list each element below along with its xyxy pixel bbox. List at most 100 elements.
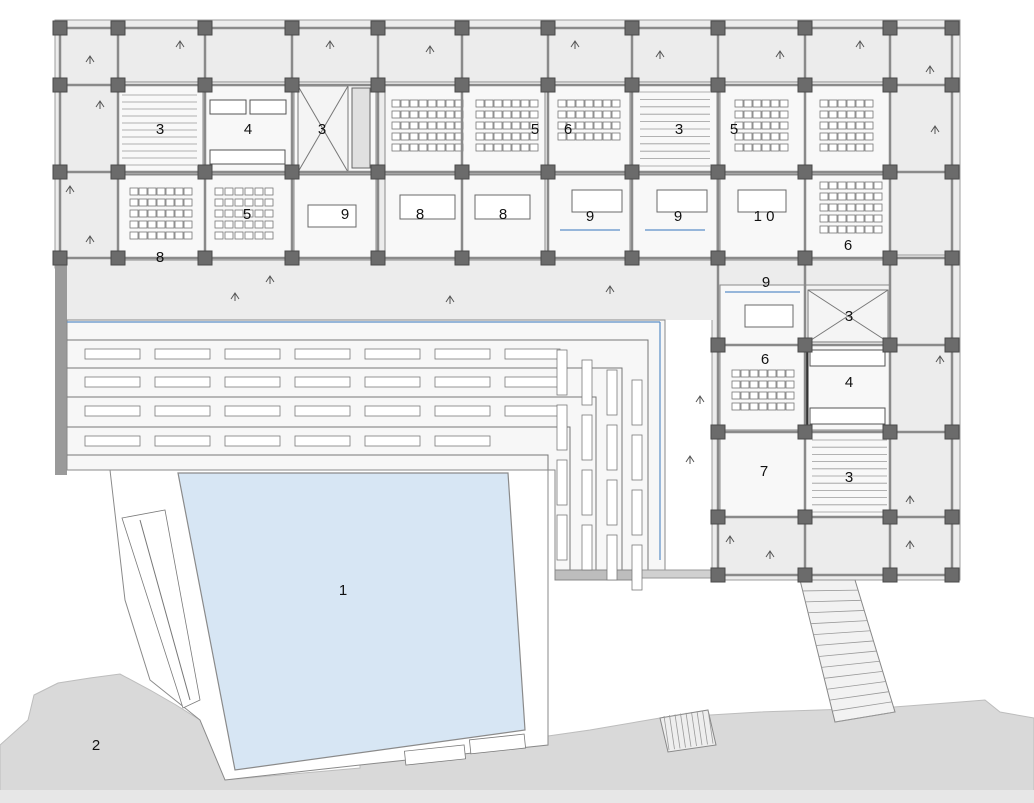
chair bbox=[214, 187, 224, 196]
room-number: 3 bbox=[318, 121, 326, 138]
column bbox=[540, 164, 556, 180]
chair bbox=[575, 99, 585, 108]
chair bbox=[837, 181, 847, 190]
bench bbox=[504, 376, 561, 388]
chair bbox=[165, 198, 175, 207]
chair bbox=[611, 110, 621, 119]
chair bbox=[758, 402, 768, 411]
chair bbox=[846, 225, 856, 234]
chair bbox=[837, 121, 847, 130]
column bbox=[540, 77, 556, 93]
column bbox=[944, 20, 960, 36]
chair bbox=[846, 99, 856, 108]
column bbox=[52, 20, 68, 36]
chair bbox=[734, 143, 744, 152]
chair bbox=[557, 121, 567, 130]
column bbox=[284, 20, 300, 36]
chair bbox=[575, 110, 585, 119]
chair bbox=[779, 132, 789, 141]
chair bbox=[224, 187, 234, 196]
bench bbox=[631, 434, 643, 481]
chair bbox=[445, 143, 455, 152]
chair bbox=[484, 143, 494, 152]
chair bbox=[427, 132, 437, 141]
bench bbox=[84, 376, 141, 388]
bench bbox=[556, 459, 568, 506]
column bbox=[110, 250, 126, 266]
bench bbox=[556, 349, 568, 396]
bench bbox=[581, 524, 593, 571]
chair bbox=[855, 203, 865, 212]
chair bbox=[611, 132, 621, 141]
column bbox=[944, 509, 960, 525]
bench bbox=[581, 414, 593, 461]
column bbox=[540, 20, 556, 36]
column bbox=[882, 20, 898, 36]
column bbox=[110, 77, 126, 93]
chair bbox=[400, 99, 410, 108]
chair bbox=[575, 121, 585, 130]
chair bbox=[819, 192, 829, 201]
chair bbox=[819, 203, 829, 212]
chair bbox=[427, 121, 437, 130]
chair bbox=[174, 198, 184, 207]
bench bbox=[581, 359, 593, 406]
chair bbox=[502, 121, 512, 130]
chair bbox=[776, 369, 786, 378]
chair bbox=[785, 391, 795, 400]
chair bbox=[770, 110, 780, 119]
chair bbox=[855, 225, 865, 234]
chair bbox=[873, 203, 883, 212]
chair bbox=[244, 198, 254, 207]
chair bbox=[731, 369, 741, 378]
room-number: 6 bbox=[844, 237, 852, 254]
column bbox=[944, 567, 960, 583]
chair bbox=[828, 203, 838, 212]
chair bbox=[734, 99, 744, 108]
chair bbox=[767, 369, 777, 378]
bench bbox=[631, 489, 643, 536]
bench bbox=[364, 376, 421, 388]
chair bbox=[743, 99, 753, 108]
chair bbox=[418, 121, 428, 130]
bench bbox=[224, 405, 281, 417]
chair bbox=[837, 225, 847, 234]
bench bbox=[224, 376, 281, 388]
chair bbox=[409, 132, 419, 141]
chair bbox=[584, 121, 594, 130]
chair bbox=[743, 143, 753, 152]
bench bbox=[556, 514, 568, 561]
chair bbox=[529, 121, 539, 130]
bench bbox=[84, 348, 141, 360]
chair bbox=[244, 231, 254, 240]
chair bbox=[584, 132, 594, 141]
chair bbox=[752, 110, 762, 119]
chair bbox=[584, 110, 594, 119]
chair bbox=[400, 121, 410, 130]
room-number: 9 bbox=[341, 206, 349, 223]
chair bbox=[475, 110, 485, 119]
chair bbox=[593, 99, 603, 108]
chair bbox=[779, 143, 789, 152]
chair bbox=[264, 231, 274, 240]
room-number: 4 bbox=[845, 374, 853, 391]
chair bbox=[566, 132, 576, 141]
chair bbox=[502, 99, 512, 108]
chair bbox=[740, 380, 750, 389]
column bbox=[710, 509, 726, 525]
column bbox=[370, 20, 386, 36]
chair bbox=[837, 143, 847, 152]
chair bbox=[819, 181, 829, 190]
chair bbox=[557, 132, 567, 141]
stair-treads bbox=[122, 91, 887, 513]
room-number: 8 bbox=[156, 249, 164, 266]
tree-icon bbox=[935, 355, 945, 364]
chair bbox=[779, 99, 789, 108]
bench bbox=[294, 376, 351, 388]
chair bbox=[183, 187, 193, 196]
bench bbox=[504, 405, 561, 417]
bench bbox=[84, 435, 141, 447]
chair bbox=[511, 143, 521, 152]
bench bbox=[154, 435, 211, 447]
chair bbox=[828, 225, 838, 234]
